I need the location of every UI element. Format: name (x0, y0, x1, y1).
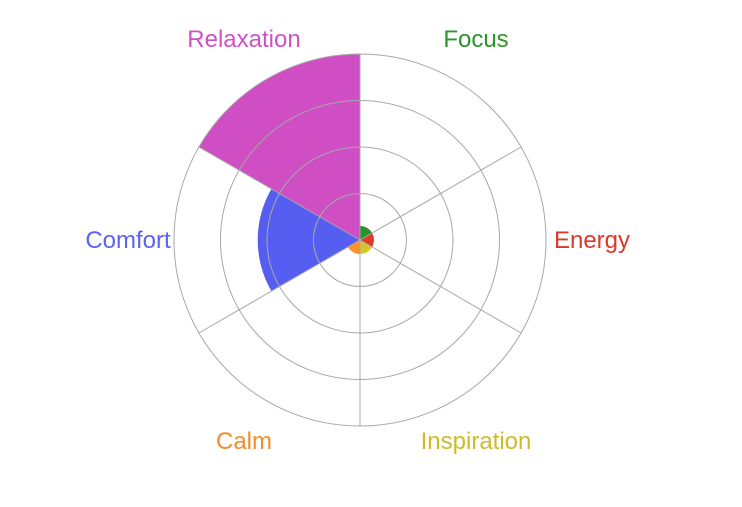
grid-spoke-3 (359, 239, 522, 334)
slice-layer (198, 53, 374, 292)
grid-layer (173, 53, 547, 427)
slice-energy (360, 233, 374, 247)
slice-focus (360, 226, 373, 240)
grid-spoke-2 (359, 146, 522, 241)
label-energy: Energy (554, 227, 630, 254)
label-inspiration: Inspiration (421, 428, 532, 455)
label-relaxation: Relaxation (187, 26, 300, 53)
grid-spoke-5 (198, 239, 361, 334)
grid-spoke-6 (198, 146, 361, 241)
slice-relaxation (198, 53, 360, 240)
slice-calm (347, 240, 360, 254)
slice-inspiration (360, 240, 373, 254)
slice-comfort (257, 188, 360, 292)
label-calm: Calm (216, 428, 272, 455)
label-comfort: Comfort (85, 227, 171, 254)
label-focus: Focus (443, 26, 508, 53)
